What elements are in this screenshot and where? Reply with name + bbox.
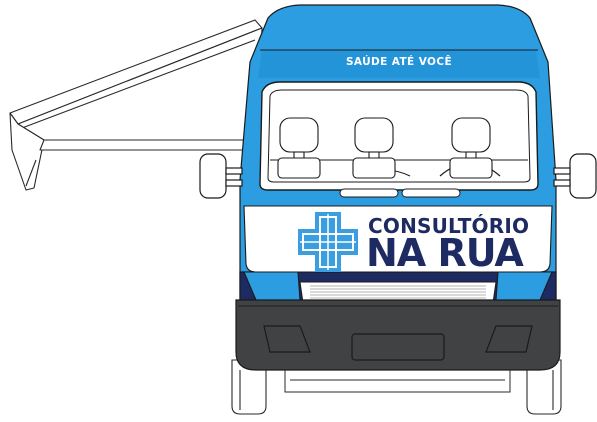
bumper (235, 299, 561, 371)
roof-banner: SAÚDE ATÉ VOCÊ (346, 55, 452, 68)
medical-cross-icon (298, 212, 358, 272)
logo-line1: CONSULTÓRIO (368, 214, 529, 238)
front-tires (231, 359, 562, 415)
seats (277, 117, 493, 179)
logo: CONSULTÓRIO NA RUA (298, 212, 529, 275)
awning (9, 19, 263, 191)
wipers (339, 188, 461, 198)
side-mirrors (199, 153, 597, 199)
logo-line2: NA RUA (366, 231, 524, 275)
